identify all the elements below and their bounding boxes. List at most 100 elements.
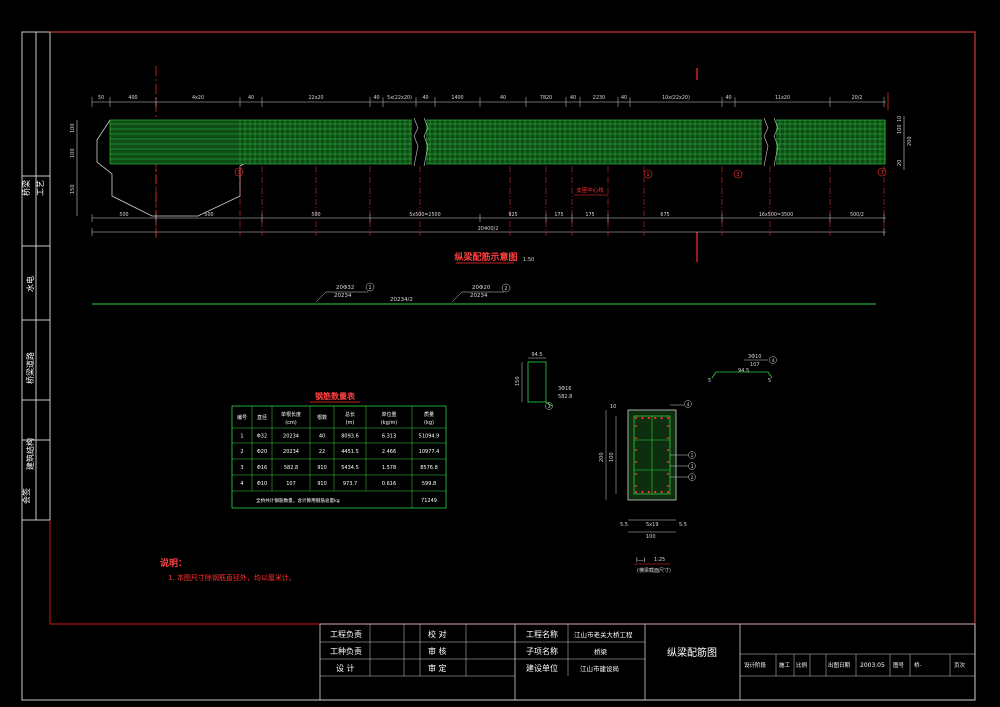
right-dim-0: 10: [897, 116, 903, 122]
table-cell-0-2: 20234: [283, 434, 299, 440]
tb-sheet-label: 图号: [893, 661, 905, 669]
bottom-dim-5: 175: [554, 212, 563, 218]
rebar-line-center: 20234/2: [390, 297, 413, 303]
left-dim-2: 150: [70, 184, 76, 194]
svg-text:1: 1: [646, 172, 649, 178]
bottom-dim-6: 175: [585, 212, 594, 218]
top-dim-10: 7820: [540, 95, 552, 101]
bottom-dim-1: 500: [204, 212, 213, 218]
tb-left-label-0: 工程负责: [330, 629, 362, 639]
table-cell-3-5: 0.616: [382, 481, 396, 487]
table-cell-2-4: 5434.5: [341, 465, 359, 471]
tb-project-label-1: 子项名称: [526, 646, 558, 656]
elev-circle-mark-1: 1: [643, 169, 653, 179]
section-title: I—I: [636, 557, 646, 564]
left-dim-0: 100: [70, 123, 76, 133]
tb-mid-label-2: 审 定: [428, 663, 447, 673]
cross-section: 10 200 100 5.5 5x19 5.5 100 4 1 3 2 I: [599, 400, 696, 574]
total-dim: 20400/2: [478, 226, 499, 232]
top-dim-13: 40: [621, 95, 627, 101]
side-label-1: 工艺: [36, 180, 45, 196]
rebar-label-1-top: 20Φ20: [472, 285, 491, 291]
tb-mid-label-0: 校 对: [428, 629, 447, 639]
right-dim-3: 20: [897, 160, 903, 166]
section-mark-0: 4: [670, 400, 692, 408]
table-cell-1-0: 2: [240, 449, 243, 455]
table-header-4-unit: (m): [346, 420, 355, 426]
rebar-schedule-line: 20234/2 20Φ32 20234 1 20Φ20 20234 2: [92, 282, 876, 305]
stirrup-mark: 3: [548, 404, 551, 410]
tie-mark: 4: [772, 358, 775, 364]
svg-text:4: 4: [687, 402, 690, 408]
top-dim-4: 22x20: [308, 95, 323, 101]
stirrup-dim-top: 94.5: [531, 352, 542, 358]
section-dim-mid: 5x19: [646, 522, 659, 528]
right-dim-1: 100: [897, 124, 903, 134]
tb-page-label: 页次: [954, 661, 966, 669]
top-dim-16: 11x20: [775, 95, 790, 101]
stirrup-label-2: 582.8: [558, 394, 572, 400]
section-dim-left: 5.5: [620, 522, 628, 528]
table-cell-2-1: Φ16: [257, 465, 267, 471]
top-dim-0: 50: [98, 95, 104, 101]
notes: 说明： 1. 本图尺寸除钢筋直径外，均以厘米计。: [160, 557, 296, 582]
top-dim-7: 40: [422, 95, 428, 101]
table-header-0: 编号: [237, 414, 247, 421]
table-cell-0-3: 40: [319, 434, 325, 440]
bottom-dim-4: 925: [508, 212, 517, 218]
tb-scale-label: 比例: [796, 661, 808, 669]
rebar-label-0-top: 20Φ32: [336, 285, 354, 291]
tie-detail: 3Φ10 107 94.5 5 5 4: [708, 354, 777, 384]
table-cell-0-4: 8093.6: [341, 434, 359, 440]
stirrup-dim-side: 150: [515, 376, 521, 386]
section-mark-2: 3: [670, 462, 696, 470]
table-cell-2-3: 910: [317, 465, 327, 471]
table-header-6: 质量: [424, 411, 434, 418]
table-cell-3-0: 4: [240, 481, 243, 487]
tie-left: 5: [708, 378, 711, 384]
side-label-0: 桥梁: [21, 180, 31, 196]
tb-mid-label-1: 审 核: [428, 646, 447, 656]
svg-text:3: 3: [736, 172, 739, 178]
tie-dim: 94.5: [738, 368, 749, 374]
tb-stage-label: 设计阶段: [744, 661, 767, 669]
table-header-2: 单根长度: [281, 411, 301, 418]
bottom-dim-3: 5x500=2500: [409, 212, 440, 218]
stirrup-detail: 94.5 150 3Φ16 582.8 3: [515, 352, 572, 410]
tb-left-label-2: 设 计: [336, 663, 355, 673]
top-dim-9: 40: [500, 95, 506, 101]
top-dim-15: 40: [725, 95, 731, 101]
tb-project-label-2: 建设单位: [526, 663, 558, 673]
elev-circle-mark-3: 3: [877, 167, 887, 177]
table-cell-1-2: 20234: [283, 449, 299, 455]
rebar-quantity-table: 钢筋数量表 编号直径单根长度(cm)根数总长(m)单位重(kg/m)质量(kg)…: [231, 391, 447, 509]
bottom-dim-9: 500/2: [850, 212, 864, 218]
elev-circle-mark-2: 3: [733, 169, 743, 179]
top-dim-5: 40: [373, 95, 379, 101]
svg-text:3: 3: [691, 464, 694, 470]
right-dim-2: 200: [907, 136, 913, 146]
section-subtitle: (横梁截面尺寸): [637, 567, 671, 574]
table-header-1: 直径: [257, 414, 267, 421]
table-footer: 全桥共计钢筋数量，含计算用钢筋总量kg: [256, 497, 340, 504]
section-mark-1: 1: [670, 451, 696, 459]
section-dim-width: 100: [646, 534, 656, 540]
side-strip: 桥梁 工艺 水电 桥梁道路 建筑结构 会签: [21, 32, 51, 700]
elev-circle-mark-0: 3: [234, 167, 244, 177]
side-label-5: 会签: [21, 488, 31, 504]
tb-left-label-1: 工种负责: [330, 646, 362, 656]
section-dim-inner: 100: [609, 452, 615, 462]
top-dim-11: 40: [570, 95, 576, 101]
tb-sheet-value: 桥-: [914, 661, 922, 669]
table-cell-2-6: 8576.8: [420, 465, 438, 471]
tb-date-label: 出图日期: [828, 661, 851, 669]
table-cell-1-5: 2.466: [382, 449, 396, 455]
table-cell-3-4: 973.7: [343, 481, 357, 487]
tie-right: 5: [768, 378, 771, 384]
rebar-mark-0: 1: [368, 285, 371, 291]
table-cell-0-6: 51094.9: [419, 434, 440, 440]
tb-project-label-0: 工程名称: [526, 629, 558, 639]
table-cell-0-1: Φ32: [257, 434, 267, 440]
